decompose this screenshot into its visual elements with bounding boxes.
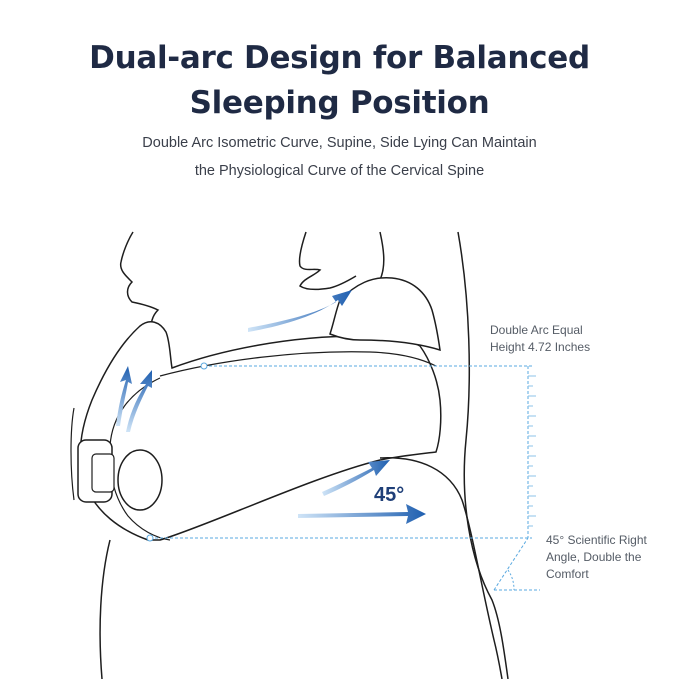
dimension-ruler-ticks xyxy=(528,375,536,527)
arrow-head-lift-icon-2 xyxy=(126,370,152,432)
dimension-top-dot xyxy=(200,362,208,370)
angle-label: 45° xyxy=(374,484,404,506)
angle-annotation-line-1: 45° Scientific Right xyxy=(546,533,647,547)
arrow-head-lift-icon-1 xyxy=(116,366,132,426)
right-head-back xyxy=(379,231,385,281)
subtitle-line-2: the Physiological Curve of the Cervical … xyxy=(194,163,485,179)
height-annotation-line-1: Double Arc Equal xyxy=(490,323,583,337)
body-back-line xyxy=(457,231,509,679)
shoulder-curve xyxy=(379,457,503,679)
title-line-2: Sleeping Position xyxy=(189,85,490,121)
height-annotation-line-2: Height 4.72 Inches xyxy=(490,340,591,354)
torso-curve xyxy=(99,539,111,679)
dimension-bottom-dot xyxy=(146,534,154,542)
pillow-strap-buckle xyxy=(91,453,115,493)
title-line-1: Dual-arc Design for Balanced xyxy=(89,40,590,76)
arrow-angle-upper-icon xyxy=(322,460,390,496)
angle-annotation: 45° Scientific Right Angle, Double the C… xyxy=(546,532,647,583)
pillow-neck-ridge xyxy=(329,276,441,352)
arrow-neck-support-icon xyxy=(248,290,352,332)
angle-diagonal-line xyxy=(493,537,529,591)
angle-annotation-line-3: Comfort xyxy=(546,567,589,581)
page-title: Dual-arc Design for Balanced Sleeping Po… xyxy=(0,36,679,126)
angle-annotation-line-2: Angle, Double the xyxy=(546,550,642,564)
angle-arc xyxy=(507,569,515,591)
height-annotation: Double Arc Equal Height 4.72 Inches xyxy=(490,322,590,356)
arrow-angle-lower-icon xyxy=(298,504,426,524)
subtitle-line-1: Double Arc Isometric Curve, Supine, Side… xyxy=(142,135,537,151)
pillow-strap-edge xyxy=(70,407,75,501)
right-face-outline xyxy=(298,231,357,291)
page-subtitle: Double Arc Isometric Curve, Supine, Side… xyxy=(0,129,679,185)
pillow-side-knob xyxy=(117,449,163,511)
